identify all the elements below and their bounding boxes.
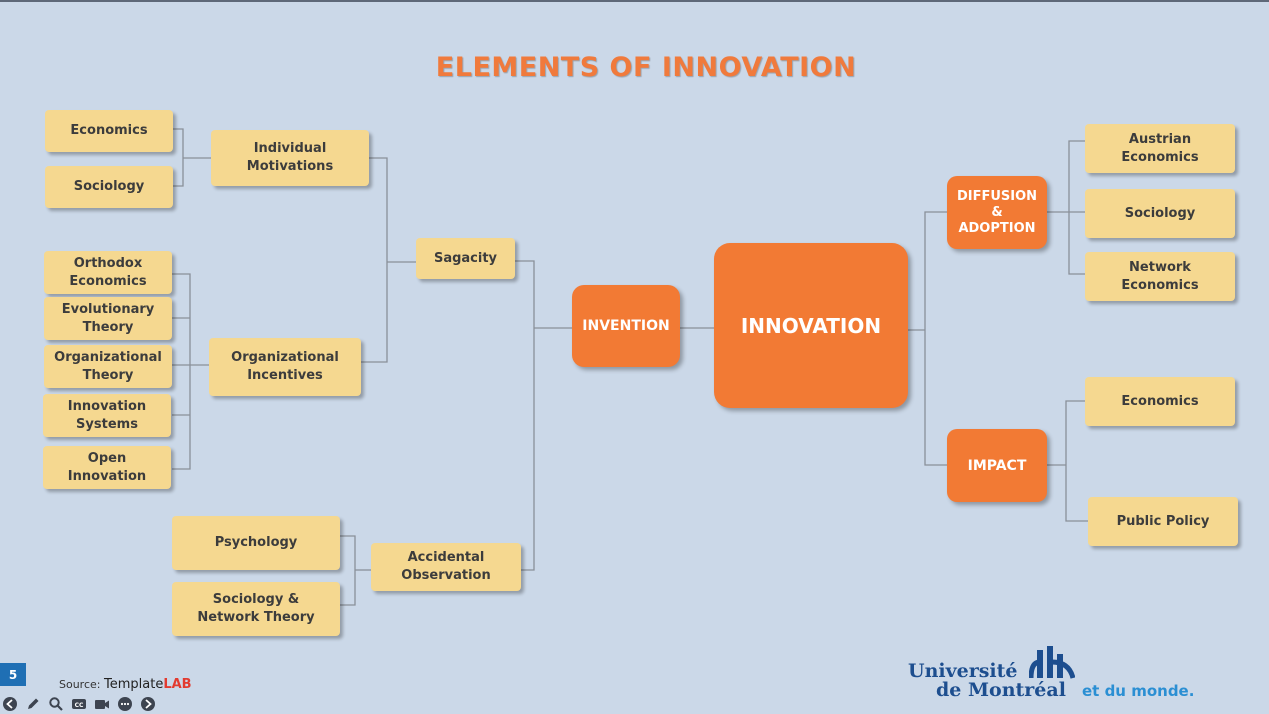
source-brand-template: Template	[104, 677, 164, 692]
node-accidental-observation: Accidental Observation	[371, 543, 521, 591]
more-icon[interactable]	[117, 696, 133, 712]
forward-arrow-icon[interactable]	[140, 696, 156, 712]
svg-text:CC: CC	[75, 702, 84, 709]
node-invention: INVENTION	[572, 285, 680, 367]
slide-title: ELEMENTS OF INNOVATION	[435, 52, 857, 83]
node-organizational-incentives: Organizational Incentives	[209, 338, 361, 396]
logo-emblem-icon	[1029, 646, 1075, 679]
node-impact: IMPACT	[947, 429, 1047, 502]
camera-icon[interactable]	[94, 696, 110, 712]
presentation-toolbar: CC	[2, 696, 156, 712]
node-sociology-right: Sociology	[1085, 189, 1235, 238]
node-austrian-economics: Austrian Economics	[1085, 124, 1235, 173]
node-innovation: INNOVATION	[714, 243, 908, 408]
universite-de-montreal-logo: Université de Montréal et du monde.	[906, 646, 1236, 706]
node-individual-motivations: Individual Motivations	[211, 130, 369, 186]
window-top-edge	[0, 0, 1269, 2]
node-psychology: Psychology	[172, 516, 340, 570]
node-open-innovation: Open Innovation	[43, 446, 171, 489]
node-orthodox-economics: Orthodox Economics	[44, 251, 172, 294]
node-evolutionary-theory: Evolutionary Theory	[44, 297, 172, 340]
node-innovation-systems: Innovation Systems	[43, 394, 171, 437]
node-economics-left: Economics	[45, 110, 173, 152]
node-public-policy: Public Policy	[1088, 497, 1238, 546]
node-network-economics: Network Economics	[1085, 252, 1235, 301]
node-sagacity: Sagacity	[416, 238, 515, 279]
logo-line-1: Université	[908, 660, 1018, 682]
logo-line-3: et du monde.	[1082, 682, 1195, 700]
node-sociology-network-theory: Sociology & Network Theory	[172, 582, 340, 636]
slide-number: 5	[0, 663, 26, 686]
node-organizational-theory: Organizational Theory	[44, 345, 172, 388]
source-label: Source:	[59, 678, 101, 691]
pen-icon[interactable]	[25, 696, 41, 712]
node-diffusion-adoption: DIFFUSION & ADOPTION	[947, 176, 1047, 249]
logo-line-2: de Montréal	[936, 679, 1066, 701]
source-brand: TemplateLAB	[104, 677, 192, 692]
node-economics-right: Economics	[1085, 377, 1235, 426]
node-sociology-left: Sociology	[45, 166, 173, 208]
captions-icon[interactable]: CC	[71, 696, 87, 712]
back-arrow-icon[interactable]	[2, 696, 18, 712]
source-brand-lab: LAB	[163, 677, 192, 692]
search-icon[interactable]	[48, 696, 64, 712]
source-credit: Source: TemplateLAB	[59, 677, 192, 692]
